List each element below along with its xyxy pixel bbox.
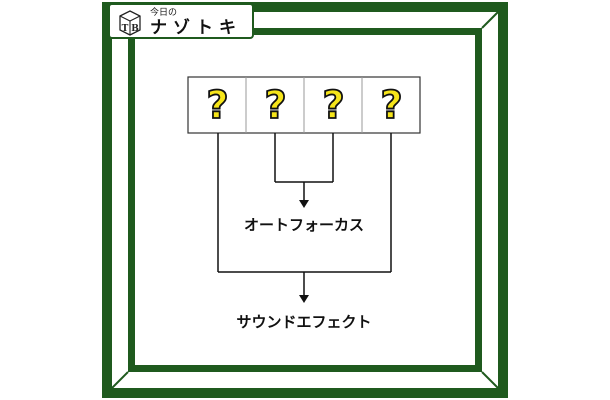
question-mark: ? [322,83,346,127]
answer-box-4: ? [363,78,420,132]
clue-inner: オートフォーカス [243,216,364,234]
bevel-corner-bl [111,371,129,389]
question-mark: ? [206,83,230,127]
cube-letter-t: T [122,24,129,34]
answer-box-2: ? [247,78,304,132]
outer-arrow-head [299,295,309,303]
question-mark: ? [264,83,288,127]
answer-box-3: ? [305,78,362,132]
inner-bracket [274,133,334,203]
cube-letter-b: B [131,24,139,34]
question-mark: ? [380,83,404,127]
cube-logo-icon: T B [119,10,141,36]
logo-title: ナゾトキ [150,18,242,38]
answer-box-1: ? [189,78,246,132]
logo-small-label: 今日の [150,8,178,18]
clue-outer: サウンドエフェクト [236,313,372,331]
logo-badge: T B 今日の ナゾトキ [108,3,254,39]
inner-arrow-head [299,200,309,208]
bevel-corner-br [481,371,499,389]
outer-bracket [217,133,392,298]
bevel-corner-tr [481,11,499,29]
